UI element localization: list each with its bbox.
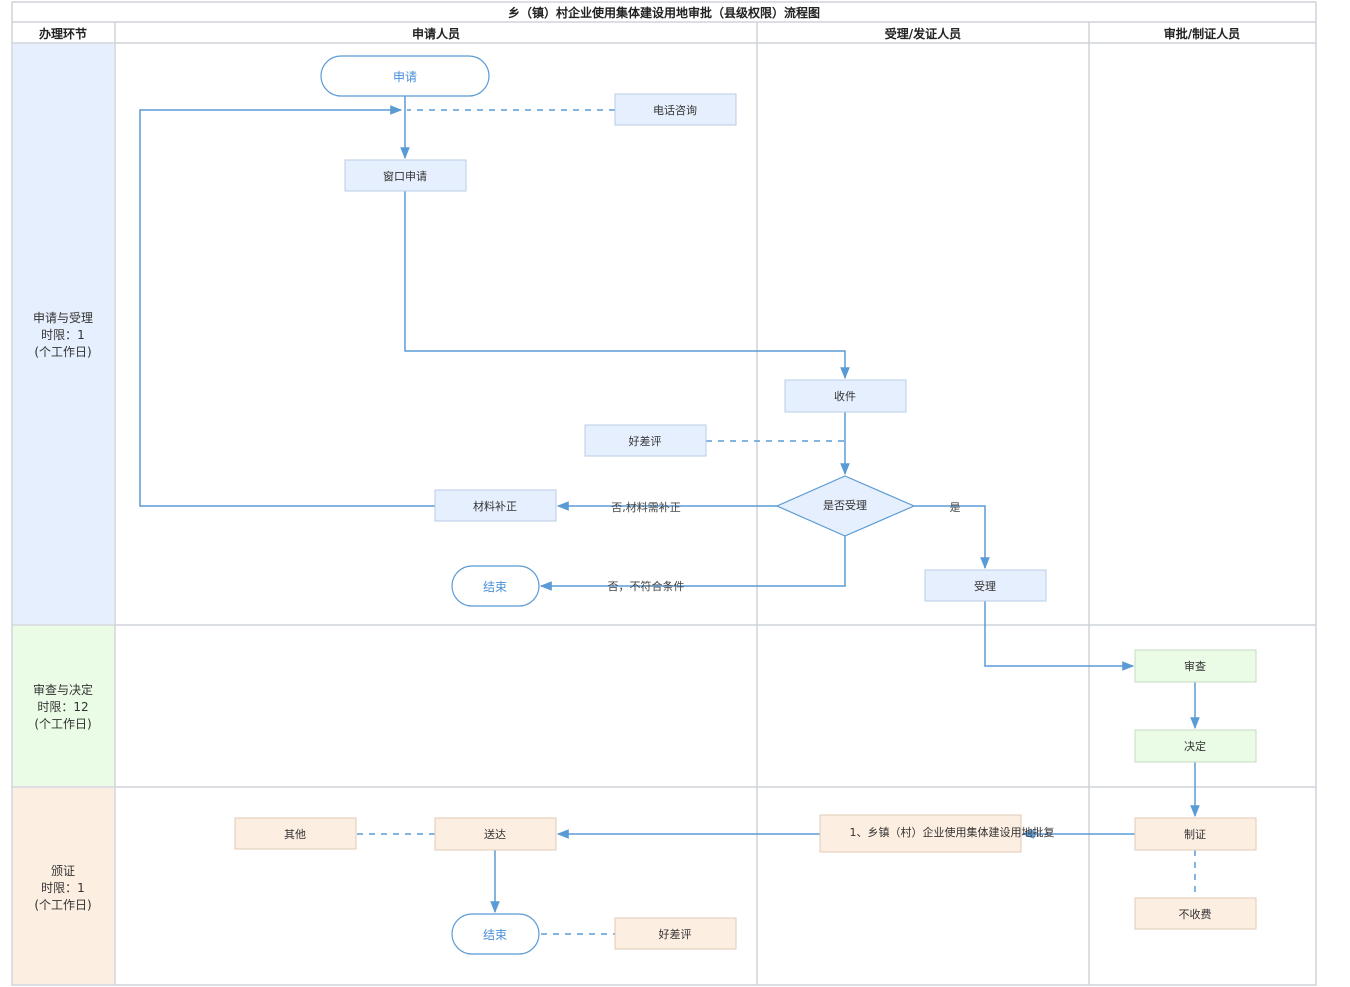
phase-1-name: 申请与受理 [33, 311, 93, 325]
phase-3-unit: (个工作日) [34, 898, 91, 912]
phase-3-name: 颁证 [51, 863, 75, 878]
connectors [139, 96, 1200, 935]
phase-2-limit: 时限：12 [37, 700, 88, 714]
phase-bg-3 [13, 788, 114, 984]
node-rating-2[interactable]: 好差评 [614, 917, 737, 950]
node-certify[interactable]: 制证 [1134, 817, 1257, 851]
node-receive[interactable]: 收件 [784, 379, 907, 413]
node-supplement-label: 材料补正 [473, 499, 517, 513]
phase-bg-1 [13, 44, 114, 624]
edge-decision-end [539, 536, 846, 591]
edge-label-yes: 是 [950, 501, 961, 514]
node-apply[interactable]: 申请 [320, 55, 490, 97]
node-other[interactable]: 其他 [234, 817, 357, 850]
node-supplement[interactable]: 材料补正 [434, 489, 557, 522]
node-end-1[interactable]: 结束 [451, 565, 540, 607]
node-decide[interactable]: 决定 [1134, 729, 1257, 763]
phase-1-limit: 时限：1 [41, 328, 85, 342]
edge-window-receive [404, 191, 850, 380]
node-result-document[interactable]: 1、乡镇（村）企业使用集体建设用地批复 [819, 814, 1055, 853]
node-accept[interactable]: 受理 [924, 569, 1047, 602]
node-other-label: 其他 [284, 828, 306, 841]
phase-2-name: 审查与决定 [33, 682, 93, 697]
node-result-label: 1、乡镇（村）企业使用集体建设用地批复 [850, 825, 1055, 839]
node-review[interactable]: 审查 [1134, 649, 1257, 683]
edge-label-no-reject: 否，不符合条件 [608, 579, 685, 593]
node-rating-1-label: 好差评 [629, 434, 662, 448]
diagram-title: 乡（镇）村企业使用集体建设用地审批（县级权限）流程图 [508, 5, 820, 20]
node-decide-label: 决定 [1184, 739, 1206, 753]
node-decision-label: 是否受理 [823, 499, 867, 512]
node-deliver[interactable]: 送达 [434, 817, 557, 851]
phase-label-review-decide: 审查与决定 时限：12 (个工作日) [33, 682, 93, 731]
header-approver: 审批/制证人员 [1164, 26, 1240, 41]
phase-3-limit: 时限：1 [41, 881, 85, 895]
phase-label-certificate: 颁证 时限：1 (个工作日) [34, 863, 91, 912]
node-end-2-label: 结束 [483, 928, 507, 942]
phase-1-unit: (个工作日) [34, 345, 91, 359]
node-rating-2-label: 好差评 [659, 927, 692, 941]
node-end-1-label: 结束 [483, 580, 507, 594]
node-phone-consult[interactable]: 电话咨询 [614, 93, 737, 126]
node-phone-label: 电话咨询 [653, 103, 697, 117]
phase-label-apply-accept: 申请与受理 时限：1 (个工作日) [33, 311, 93, 359]
node-review-label: 审查 [1184, 659, 1206, 673]
swimlane-grid [11, 1, 1317, 986]
node-decision-accept[interactable]: 是否受理 [775, 475, 916, 537]
header-acceptor: 受理/发证人员 [885, 26, 961, 41]
node-certify-label: 制证 [1184, 828, 1206, 841]
phase-bg-2 [13, 626, 114, 786]
edge-accept-review [984, 601, 1135, 671]
node-no-fee-label: 不收费 [1179, 907, 1212, 921]
edge-supplement-loop [139, 105, 435, 507]
node-end-2[interactable]: 结束 [451, 913, 540, 955]
node-accept-label: 受理 [974, 580, 996, 593]
phase-2-unit: (个工作日) [34, 717, 91, 731]
node-deliver-label: 送达 [484, 827, 506, 841]
edge-label-no-supplement: 否,材料需补正 [611, 500, 681, 514]
node-receive-label: 收件 [834, 389, 856, 403]
node-window-apply[interactable]: 窗口申请 [344, 159, 467, 192]
node-no-fee[interactable]: 不收费 [1134, 897, 1257, 930]
edge-decision-accept [914, 505, 990, 570]
node-apply-label: 申请 [393, 70, 417, 84]
node-rating-1[interactable]: 好差评 [584, 424, 707, 457]
header-phase: 办理环节 [39, 26, 87, 41]
header-applicant: 申请人员 [412, 26, 460, 41]
node-window-label: 窗口申请 [383, 169, 427, 183]
